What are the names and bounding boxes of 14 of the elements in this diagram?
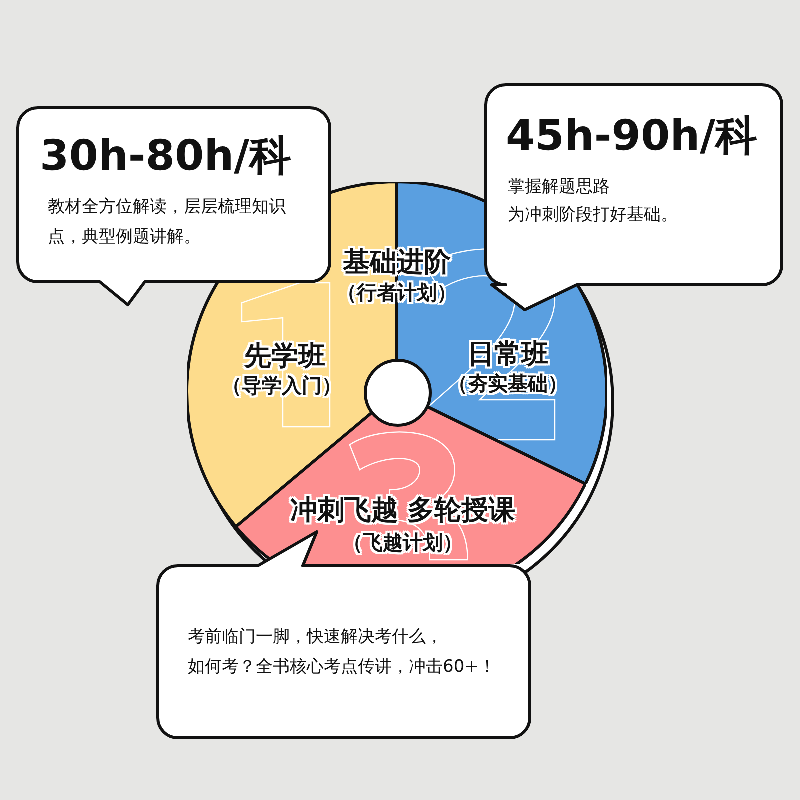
hours-heading: 30h-80h/科 [40,135,292,177]
class-subtitle: （导学入门） [222,372,342,400]
description-text: 如何考？全书核心考点传讲，冲击60+！ [188,656,496,679]
speech-bubble-tooltip [484,83,784,312]
description-text: 掌握解题思路 [508,176,610,199]
speech-bubble-tooltip [156,530,532,740]
class-subtitle: （飞越计划） [342,530,463,556]
description-text: 教材全方位解读，层层梳理知识点，典型例题讲解。 [48,196,287,249]
class-name: 冲刺飞越 多轮授课 [290,494,516,528]
hours-heading: 45h-90h/科 [506,115,758,157]
class-name: 先学班 [244,340,326,374]
speech-bubble-tooltip [16,106,332,307]
description-text: 考前临门一脚，快速解决考什么， [188,626,443,649]
description-text: 为冲刺阶段打好基础。 [508,204,678,227]
